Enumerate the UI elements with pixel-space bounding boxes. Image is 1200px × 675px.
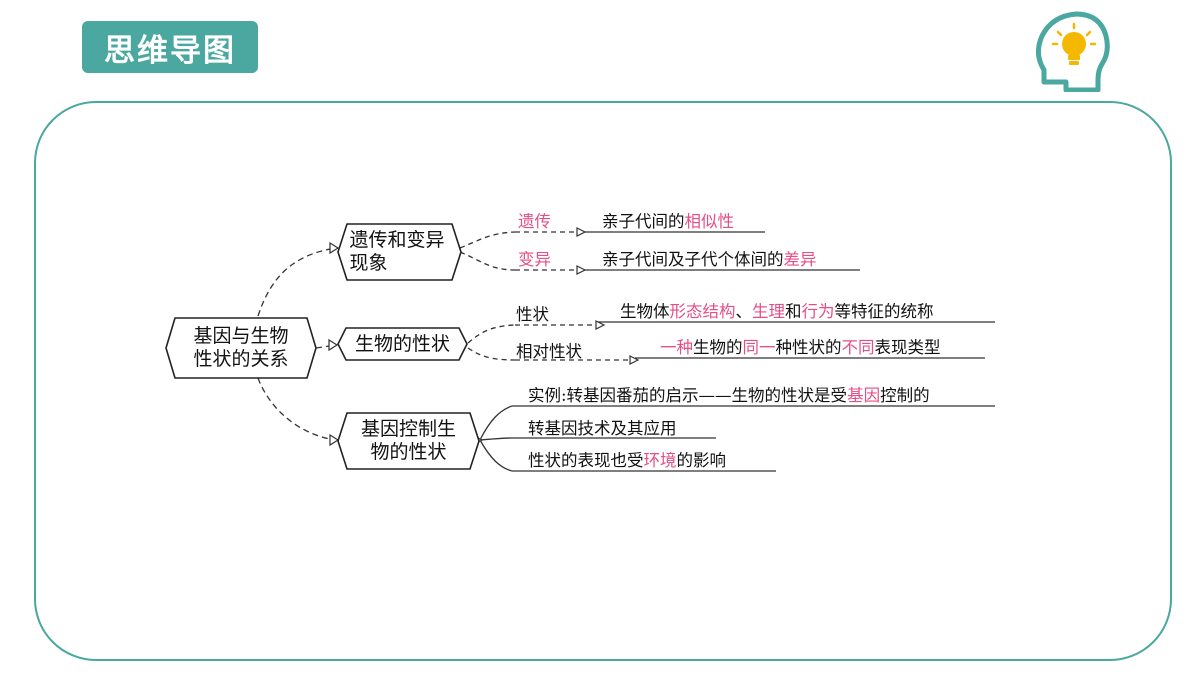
branch-label: 生物的性状 bbox=[354, 332, 450, 355]
term-heredity: 遗传 bbox=[518, 212, 551, 231]
page-title: 思维导图 bbox=[82, 21, 258, 73]
text-segment: 等特征的统称 bbox=[834, 302, 934, 321]
highlight-text: 相似性 bbox=[684, 212, 735, 231]
highlight-text: 同一 bbox=[742, 338, 776, 357]
text-segment: 亲子代间的 bbox=[602, 212, 685, 231]
term-trait: 性状 bbox=[516, 305, 549, 324]
highlight-text: 基因 bbox=[847, 386, 881, 405]
term-variation: 变异 bbox=[518, 250, 551, 269]
text-segment: 控制的 bbox=[880, 386, 930, 405]
highlight-text: 生理 bbox=[752, 302, 785, 321]
highlight-text: 差异 bbox=[783, 250, 817, 269]
text-segment: 亲子代间及子代个体间的 bbox=[602, 250, 784, 269]
highlight-text: 不同 bbox=[841, 338, 875, 357]
root-node: 基因与生物性状的关系 bbox=[165, 317, 317, 379]
definition-trait: 生物体形态结构、生理和行为等特征的统称 bbox=[620, 298, 934, 322]
definition-relative-trait: 一种生物的同一种性状的不同表现类型 bbox=[660, 334, 941, 358]
branch-node-traits: 生物的性状 bbox=[337, 327, 468, 361]
term-relative-trait: 相对性状 bbox=[516, 342, 582, 361]
highlight-text: 行为 bbox=[801, 302, 835, 321]
text-segment: 表现类型 bbox=[874, 338, 941, 357]
text-segment: 生物的 bbox=[693, 338, 743, 357]
gene-control-technology: 转基因技术及其应用 bbox=[528, 415, 677, 439]
branch-node-heredity: 遗传和变异现象 bbox=[337, 223, 462, 281]
gene-control-environment: 性状的表现也受环境的影响 bbox=[528, 447, 726, 471]
text-segment: 和 bbox=[785, 302, 802, 321]
text-segment: 实例:转基因番茄的启示——生物的性状是受 bbox=[528, 386, 848, 405]
branch-label: 基因控制生物的性状 bbox=[360, 418, 456, 463]
text-segment: 、 bbox=[735, 302, 753, 321]
text-segment: 生物体 bbox=[620, 302, 670, 321]
text-segment: 性状的表现也受 bbox=[528, 451, 644, 470]
branch-node-gene-control: 基因控制生物的性状 bbox=[337, 412, 480, 470]
gene-control-example: 实例:转基因番茄的启示——生物的性状是受基因控制的 bbox=[528, 382, 930, 406]
root-label: 基因与生物性状的关系 bbox=[193, 325, 289, 370]
head-lightbulb-icon bbox=[1036, 11, 1110, 92]
content-frame bbox=[34, 101, 1172, 661]
text-segment: 种性状的 bbox=[775, 338, 842, 357]
text-segment: 的影响 bbox=[676, 451, 727, 470]
highlight-text: 形态结构 bbox=[669, 302, 736, 321]
text-segment: 转基因技术及其应用 bbox=[528, 419, 677, 438]
definition-variation: 亲子代间及子代个体间的差异 bbox=[602, 246, 817, 270]
branch-label: 遗传和变异现象 bbox=[349, 229, 445, 274]
definition-heredity: 亲子代间的相似性 bbox=[602, 208, 734, 232]
highlight-text: 环境 bbox=[643, 451, 677, 470]
highlight-text: 一种 bbox=[660, 338, 693, 357]
